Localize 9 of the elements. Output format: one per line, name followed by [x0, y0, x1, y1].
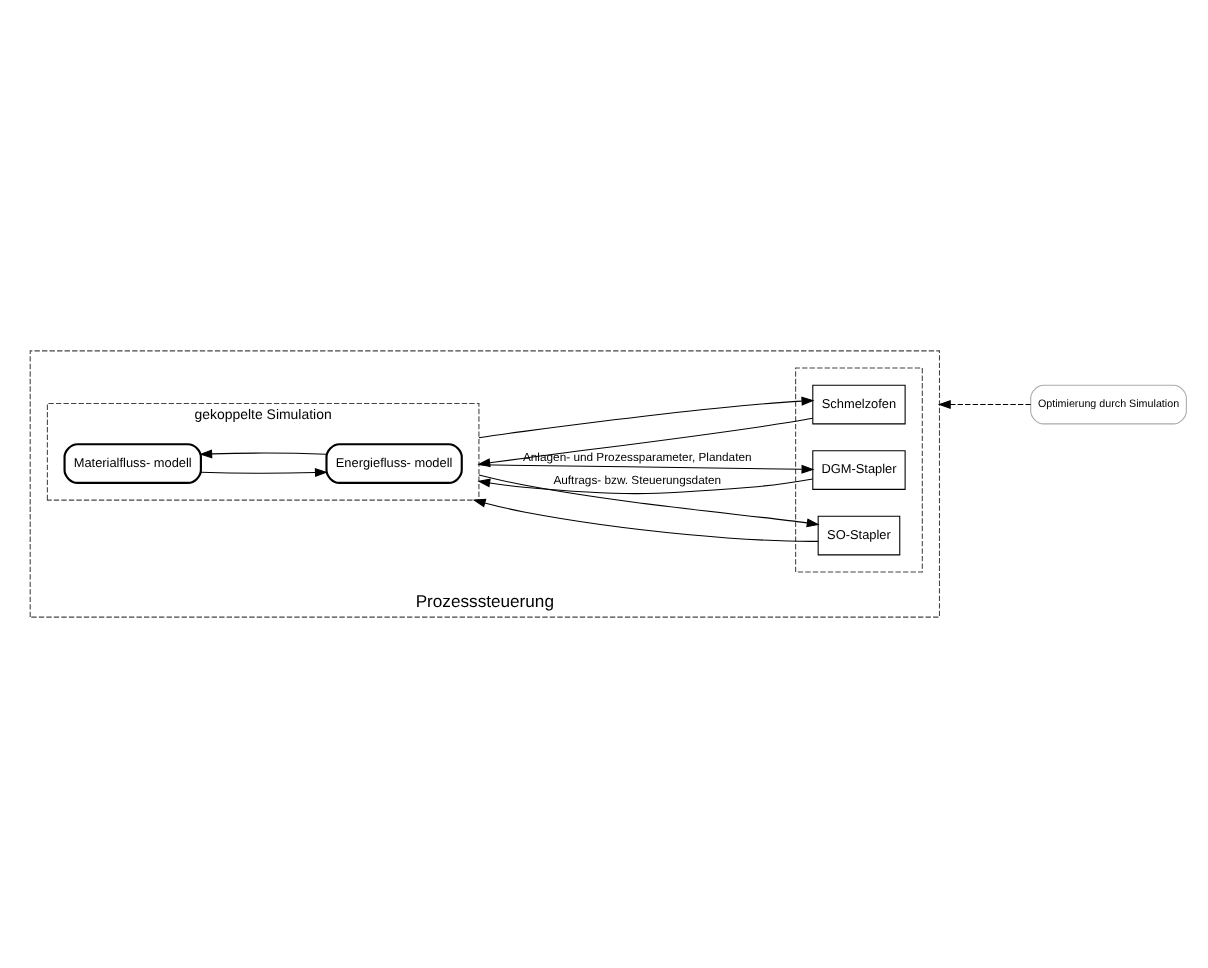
- arrow: [478, 396, 815, 439]
- arrow: [477, 478, 814, 495]
- arrow: [937, 400, 1032, 410]
- arrow: [200, 468, 328, 478]
- arrow: [478, 474, 820, 528]
- cluster: [795, 367, 923, 573]
- arrow: [199, 449, 327, 459]
- arrow: [477, 417, 814, 468]
- arrow: [472, 498, 819, 542]
